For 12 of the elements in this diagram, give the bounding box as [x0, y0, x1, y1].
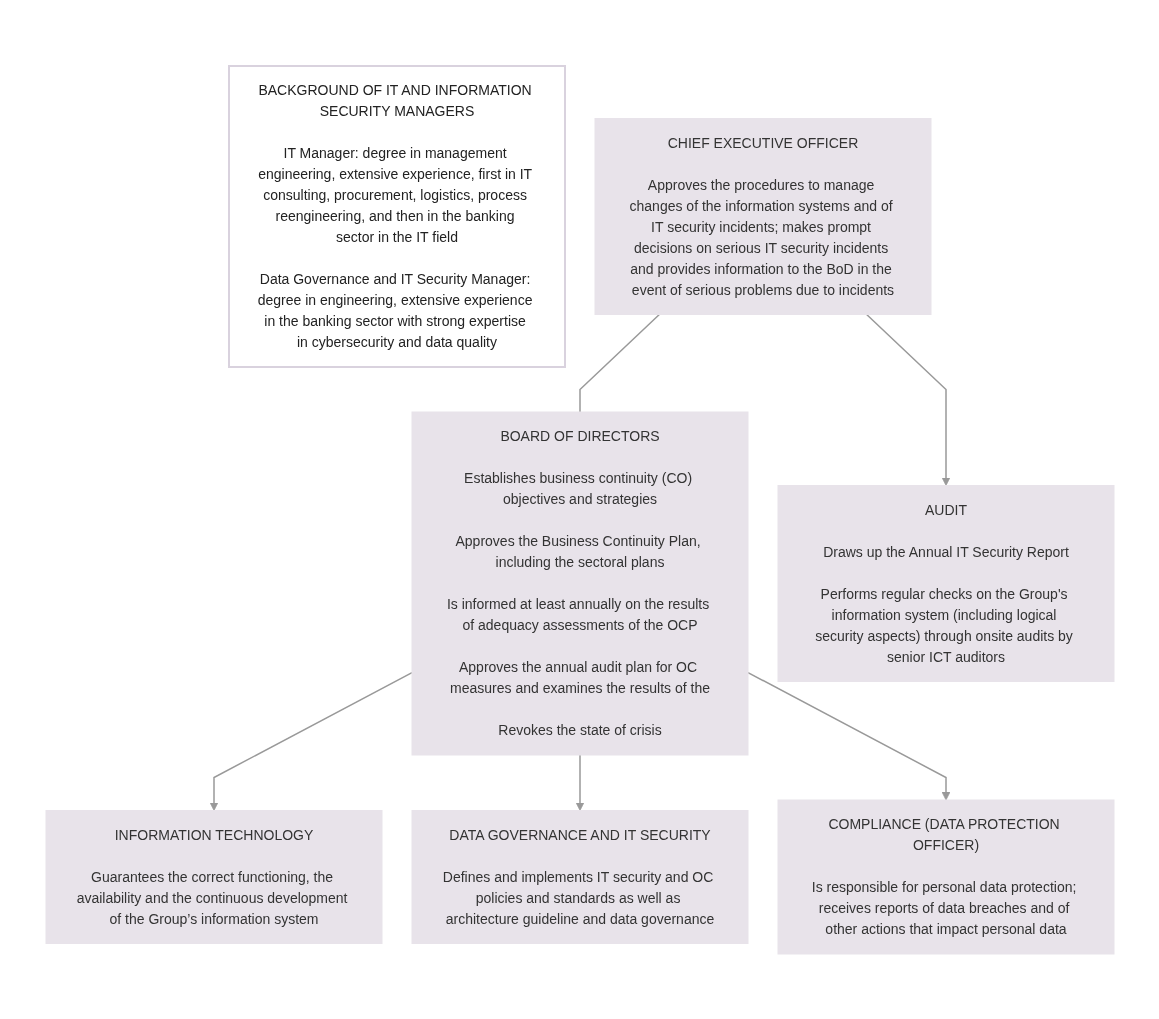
- node-box: DATA GOVERNANCE AND IT SECURITY Defines and implements IT security and OC policies and standards as well as architecture guideline and data governance: [411, 809, 748, 944]
- node-box: AUDIT Draws up the Annual IT Security Report Performs regular checks on the Group's information system (including logical security aspects) through onsite audits by senior ICT auditors: [777, 484, 1114, 682]
- node-box: INFORMATION TECHNOLOGY Guarantees the correct functioning, the availability and the continuous development of the Group’s information system: [45, 809, 382, 944]
- arrow: [865, 313, 950, 486]
- arrow: [746, 671, 950, 800]
- node-box: BOARD OF DIRECTORS Establishes business continuity (CO) objectives and strategies Approves the Business Continuity Plan, including the sectoral plans Is informed at least annually on the results of adequacy assessments of the OCP Approves the annual audit plan for OC measures and examines the results of the Revokes the state of crisis: [411, 411, 748, 755]
- node-box: CHIEF EXECUTIVE OFFICER Approves the procedures to manage changes of the information systems and of IT security incidents; makes prompt decisions on serious IT security incidents and provides information to the BoD in the event of serious problems due to incidents: [594, 117, 931, 315]
- node-box: COMPLIANCE (DATA PROTECTION OFFICER) Is responsible for personal data protection; receives reports of data breaches and of other actions that impact personal data: [777, 799, 1114, 954]
- arrow: [575, 753, 584, 811]
- connector: [578, 313, 660, 413]
- node-box: BACKGROUND OF IT AND INFORMATION SECURITY MANAGERS IT Manager: degree in management engineering, extensive experience, first in IT consulting, procurement, logistics, process reengineering, and then in the banking sector in the IT field Data Governance and IT Security Manager: degree in engineering, extensive experience in the banking sector with strong expertise in cybersecurity and data quality: [227, 64, 566, 368]
- arrow: [209, 671, 413, 811]
